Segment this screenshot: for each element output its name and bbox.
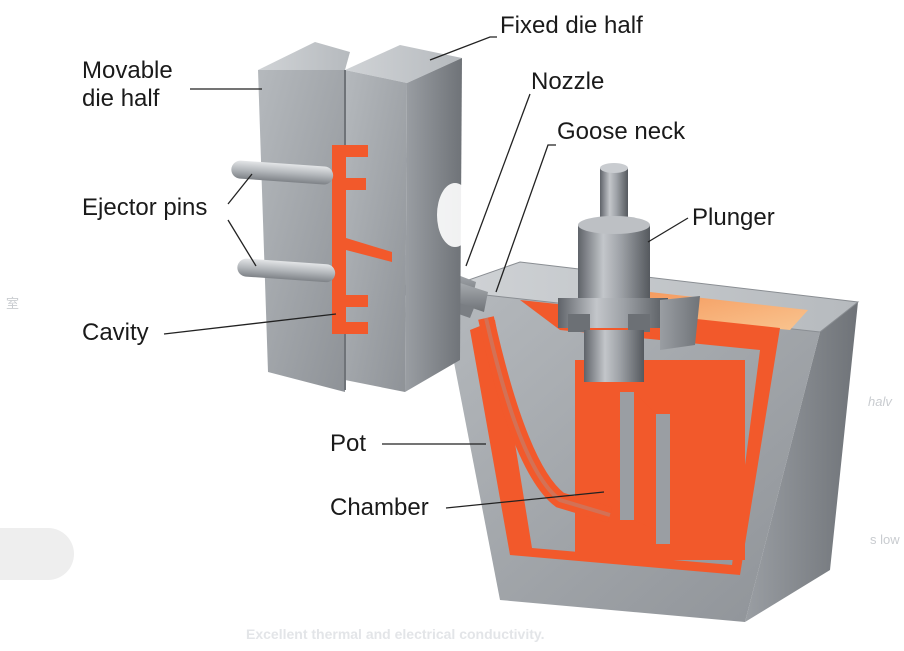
cavity	[332, 145, 392, 334]
fixed-die-half	[345, 45, 473, 392]
label-ejector-pins: Ejector pins	[82, 194, 208, 221]
ejector-pins	[231, 160, 336, 283]
leader-plunger	[647, 217, 689, 243]
background-text-fragment-right-bottom: s low	[870, 532, 900, 547]
gooseneck-block	[660, 296, 700, 350]
leader-goose-neck	[495, 144, 556, 293]
leader-chamber	[445, 491, 605, 509]
molten-metal	[470, 300, 780, 575]
leader-lines	[163, 36, 689, 509]
chamber-channel	[634, 392, 656, 530]
goose-neck-channel	[478, 316, 613, 523]
chamber-wall-right	[656, 414, 670, 544]
leader-nozzle	[465, 93, 531, 267]
leader-fixed-die-half	[429, 36, 497, 61]
label-chamber: Chamber	[330, 494, 429, 521]
background-text-fragment-left: 室	[6, 296, 20, 311]
label-cavity: Cavity	[82, 319, 149, 346]
background-text-fragment-right-top: halv	[868, 394, 892, 409]
chamber-wall-left	[620, 392, 634, 520]
leader-cavity	[163, 313, 337, 335]
label-pot: Pot	[330, 430, 367, 457]
label-nozzle: Nozzle	[531, 68, 605, 95]
leader-ejector-pin-bottom	[227, 219, 257, 267]
label-plunger: Plunger	[692, 204, 775, 231]
label-movable-die-half: Movable die half	[82, 57, 173, 112]
movable-die-half	[258, 42, 350, 392]
label-goose-neck: Goose neck	[557, 118, 686, 145]
background-text-fragment-bottom: Excellent thermal and electrical conduct…	[246, 626, 545, 642]
label-fixed-die-half: Fixed die half	[500, 12, 643, 39]
background-panel-fragment	[0, 528, 74, 580]
plunger	[558, 163, 668, 382]
leader-ejector-pin-top	[227, 173, 253, 205]
